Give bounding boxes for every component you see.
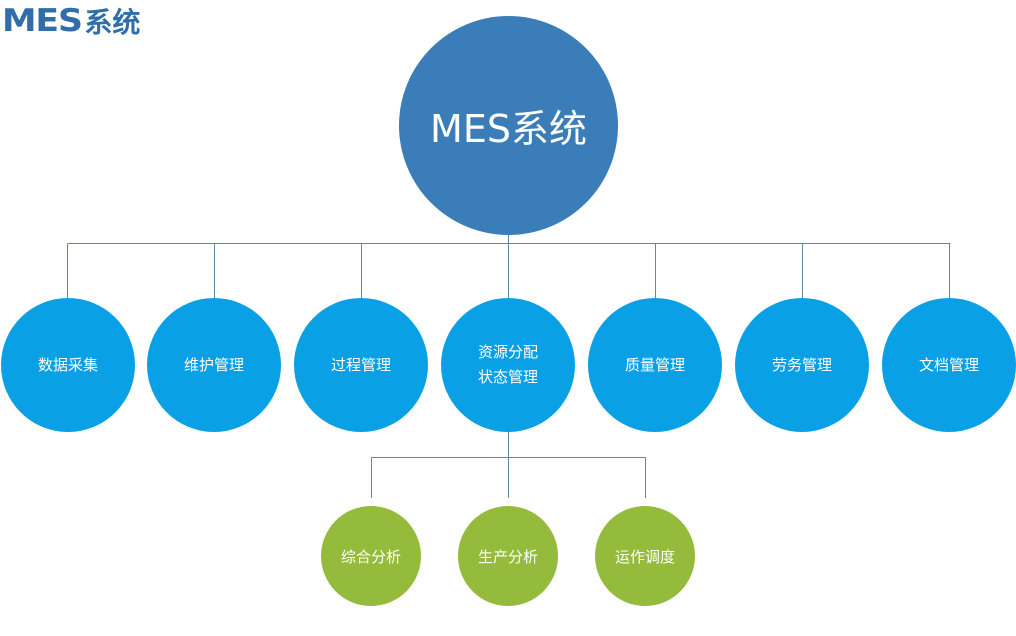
node-label: 文档管理 [918,355,979,374]
node-label: 劳务管理 [771,355,832,374]
node-label: 生产分析 [477,547,538,566]
brand-logo: MES 系统 [2,3,140,37]
node-quality-management[interactable]: 质量管理 [588,298,722,432]
node-operation-scheduling[interactable]: 运作调度 [595,506,695,606]
node-comprehensive-analysis[interactable]: 综合分析 [321,506,421,606]
node-label: 质量管理 [624,355,685,374]
root-node-label: MES系统 [430,107,587,151]
node-label: 数据采集 [37,355,98,374]
node-label: 综合分析 [340,547,401,566]
brand-cn-text: 系统 [84,6,141,39]
node-data-collection[interactable]: 数据采集 [1,298,135,432]
node-document-management[interactable]: 文档管理 [882,298,1016,432]
node-label-line2: 状态管理 [477,368,538,386]
node-label-line1: 资源分配 [477,343,538,361]
node-label: 维护管理 [183,355,244,374]
node-label: 运作调度 [614,547,675,566]
node-resource-allocation[interactable]: 资源分配 状态管理 [441,298,575,432]
node-process-management[interactable]: 过程管理 [294,298,428,432]
brand-mes-text: MES [2,3,83,39]
node-maintenance-management[interactable]: 维护管理 [147,298,281,432]
node-label: 过程管理 [330,355,391,374]
node-production-analysis[interactable]: 生产分析 [458,506,558,606]
node-labor-management[interactable]: 劳务管理 [735,298,869,432]
root-node[interactable]: MES系统 [399,16,618,235]
